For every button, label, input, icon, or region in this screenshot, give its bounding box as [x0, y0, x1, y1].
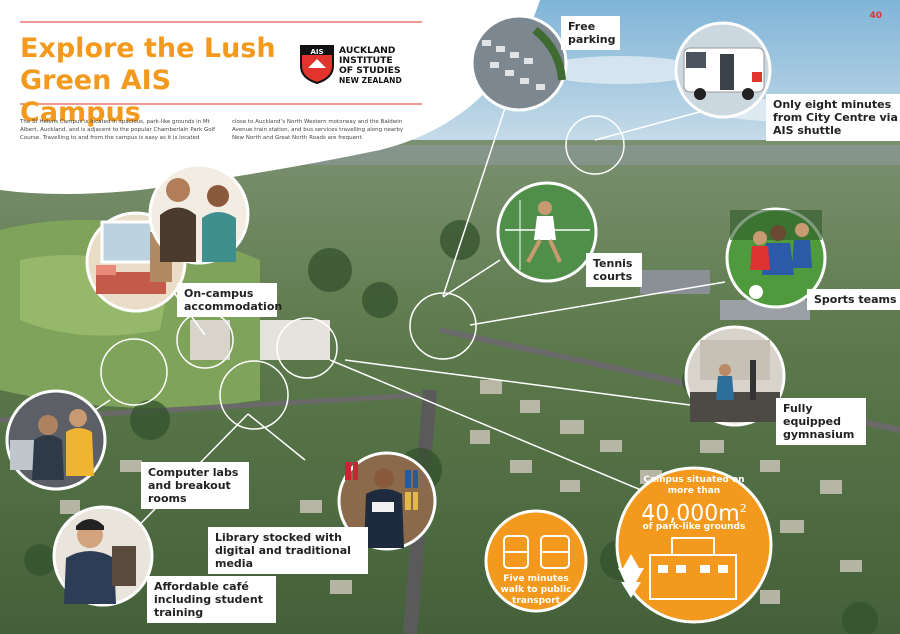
logo-name: AUCKLAND INSTITUTE OF STUDIES	[339, 45, 401, 76]
label-free-parking: Free parking	[561, 16, 620, 50]
label-shuttle: Only eight minutes from City Centre via …	[766, 94, 900, 141]
campus-size-badge	[615, 466, 773, 624]
parking-photo	[470, 14, 568, 112]
students-photo	[148, 163, 250, 265]
intro-text-left: The St Helens Campus is located in spaci…	[20, 119, 216, 141]
page-number: 40	[869, 11, 882, 21]
target-circle-library	[219, 360, 289, 430]
target-circle-skytower	[565, 115, 625, 175]
sports-photo	[725, 207, 827, 309]
cafe-photo	[52, 505, 154, 607]
target-circle-labs	[100, 338, 168, 406]
computer-labs-photo	[5, 389, 107, 491]
page-title: Explore the Lush Green AIS Campus	[20, 33, 276, 128]
label-gymnasium: Fully equipped gymnasium	[776, 398, 866, 445]
label-cafe: Affordable café including student traini…	[147, 576, 276, 623]
label-sports-teams: Sports teams	[807, 289, 900, 310]
target-circle-main	[276, 317, 338, 379]
campus-badge-line2: of park-like grounds	[642, 522, 746, 532]
gym-photo	[684, 325, 786, 427]
target-circle-tennis	[409, 292, 477, 360]
label-computer-labs: Computer labs and breakout rooms	[141, 462, 249, 509]
transport-badge	[484, 509, 588, 613]
ais-shield-logo: AIS	[300, 45, 334, 84]
transport-badge-text: Five minutes walk to public transport	[500, 574, 572, 606]
campus-badge-number: 40,000m2	[641, 501, 747, 527]
intro-text-right: close to Auckland’s North Western motorw…	[232, 119, 404, 141]
campus-badge-line1: Campus situated on more than	[643, 475, 745, 496]
logo-badge-text: AIS	[310, 48, 323, 56]
shuttle-photo	[674, 21, 772, 119]
logo-country: NEW ZEALAND	[339, 76, 402, 85]
label-tennis-courts: Tennis courts	[586, 253, 642, 287]
tennis-photo	[496, 181, 598, 283]
label-library: Library stocked with digital and traditi…	[208, 527, 368, 574]
library-photo	[337, 451, 437, 551]
label-accommodation: On-campus accommodation	[177, 283, 282, 317]
